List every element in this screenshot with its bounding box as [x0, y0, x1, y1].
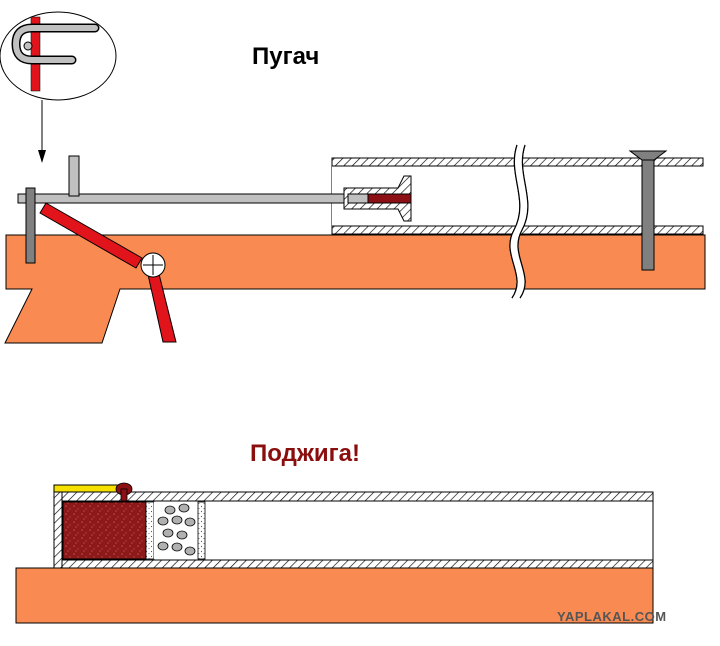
title-podzhiga: Поджига!: [250, 440, 360, 467]
break-mark: [509, 144, 529, 299]
wad-front: [145, 501, 155, 560]
cartridge: [343, 175, 412, 222]
trigger-lever: [39, 202, 177, 343]
watermark: YAPLAKAL.COM: [557, 609, 667, 624]
stock-bottom: [15, 567, 654, 624]
detail-callout: [0, 11, 117, 163]
shot-pellets: [154, 502, 198, 559]
powder-charge: [62, 501, 147, 560]
svg-text:YAPLAKAL.COM: YAPLAKAL.COM: [557, 609, 667, 624]
title-pugach: Пугач: [252, 43, 319, 70]
stock-top: [4, 234, 706, 344]
front-nail: [628, 150, 668, 271]
wad-rear: [197, 501, 206, 560]
fuse: [53, 482, 133, 502]
